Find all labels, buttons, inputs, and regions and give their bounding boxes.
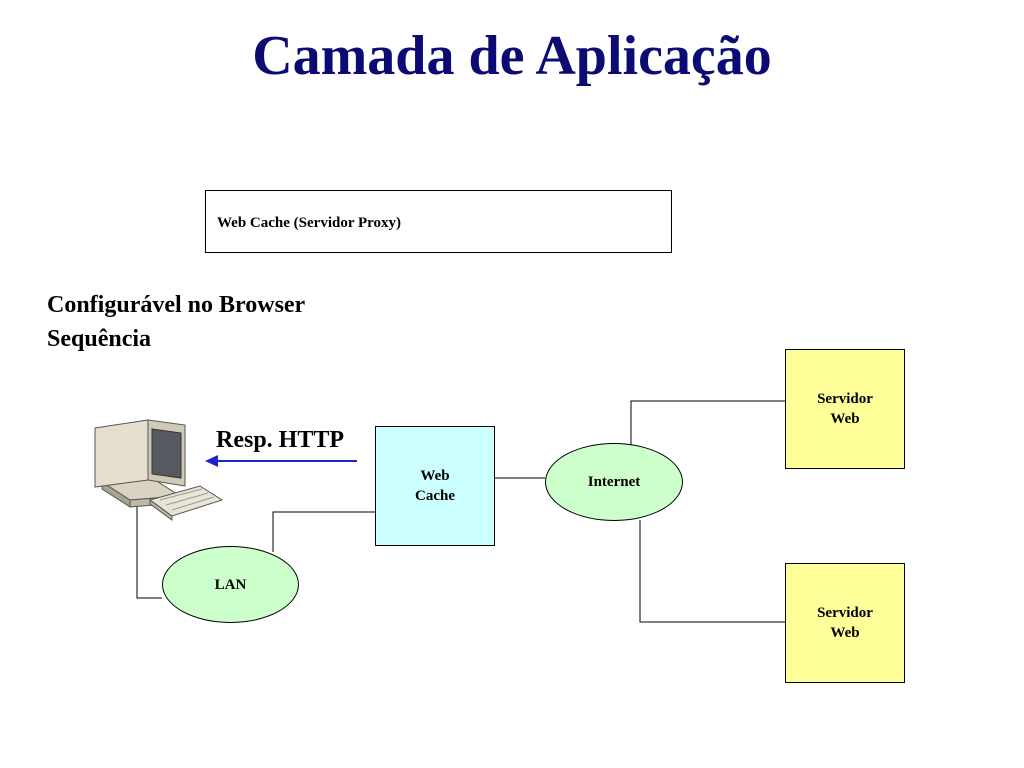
- line-lan-cache: [272, 511, 375, 552]
- bullet-item: Configurável no Browser: [47, 292, 306, 318]
- internet-node: Internet: [545, 443, 683, 521]
- response-arrow-head: [205, 455, 218, 467]
- server-top-node: Servidor Web: [785, 349, 905, 469]
- caption-text: Web Cache (Servidor Proxy): [217, 215, 402, 231]
- response-label: Resp. HTTP: [216, 427, 345, 453]
- caption-box: Web Cache (Servidor Proxy): [205, 190, 672, 253]
- bullet-item: Sequência: [47, 326, 152, 352]
- computer-icon: [94, 419, 224, 521]
- line-internet-server-bottom: [639, 520, 785, 623]
- line-internet-server-top: [630, 400, 785, 446]
- web-cache-node: Web Cache: [375, 426, 495, 546]
- page-title: Camada de Aplicação: [252, 25, 772, 87]
- server-bottom-node: Servidor Web: [785, 563, 905, 683]
- line-computer-lan: [136, 496, 162, 599]
- bullet-list: Configurável no Browser Sequência: [47, 288, 305, 356]
- lan-node: LAN: [162, 546, 299, 623]
